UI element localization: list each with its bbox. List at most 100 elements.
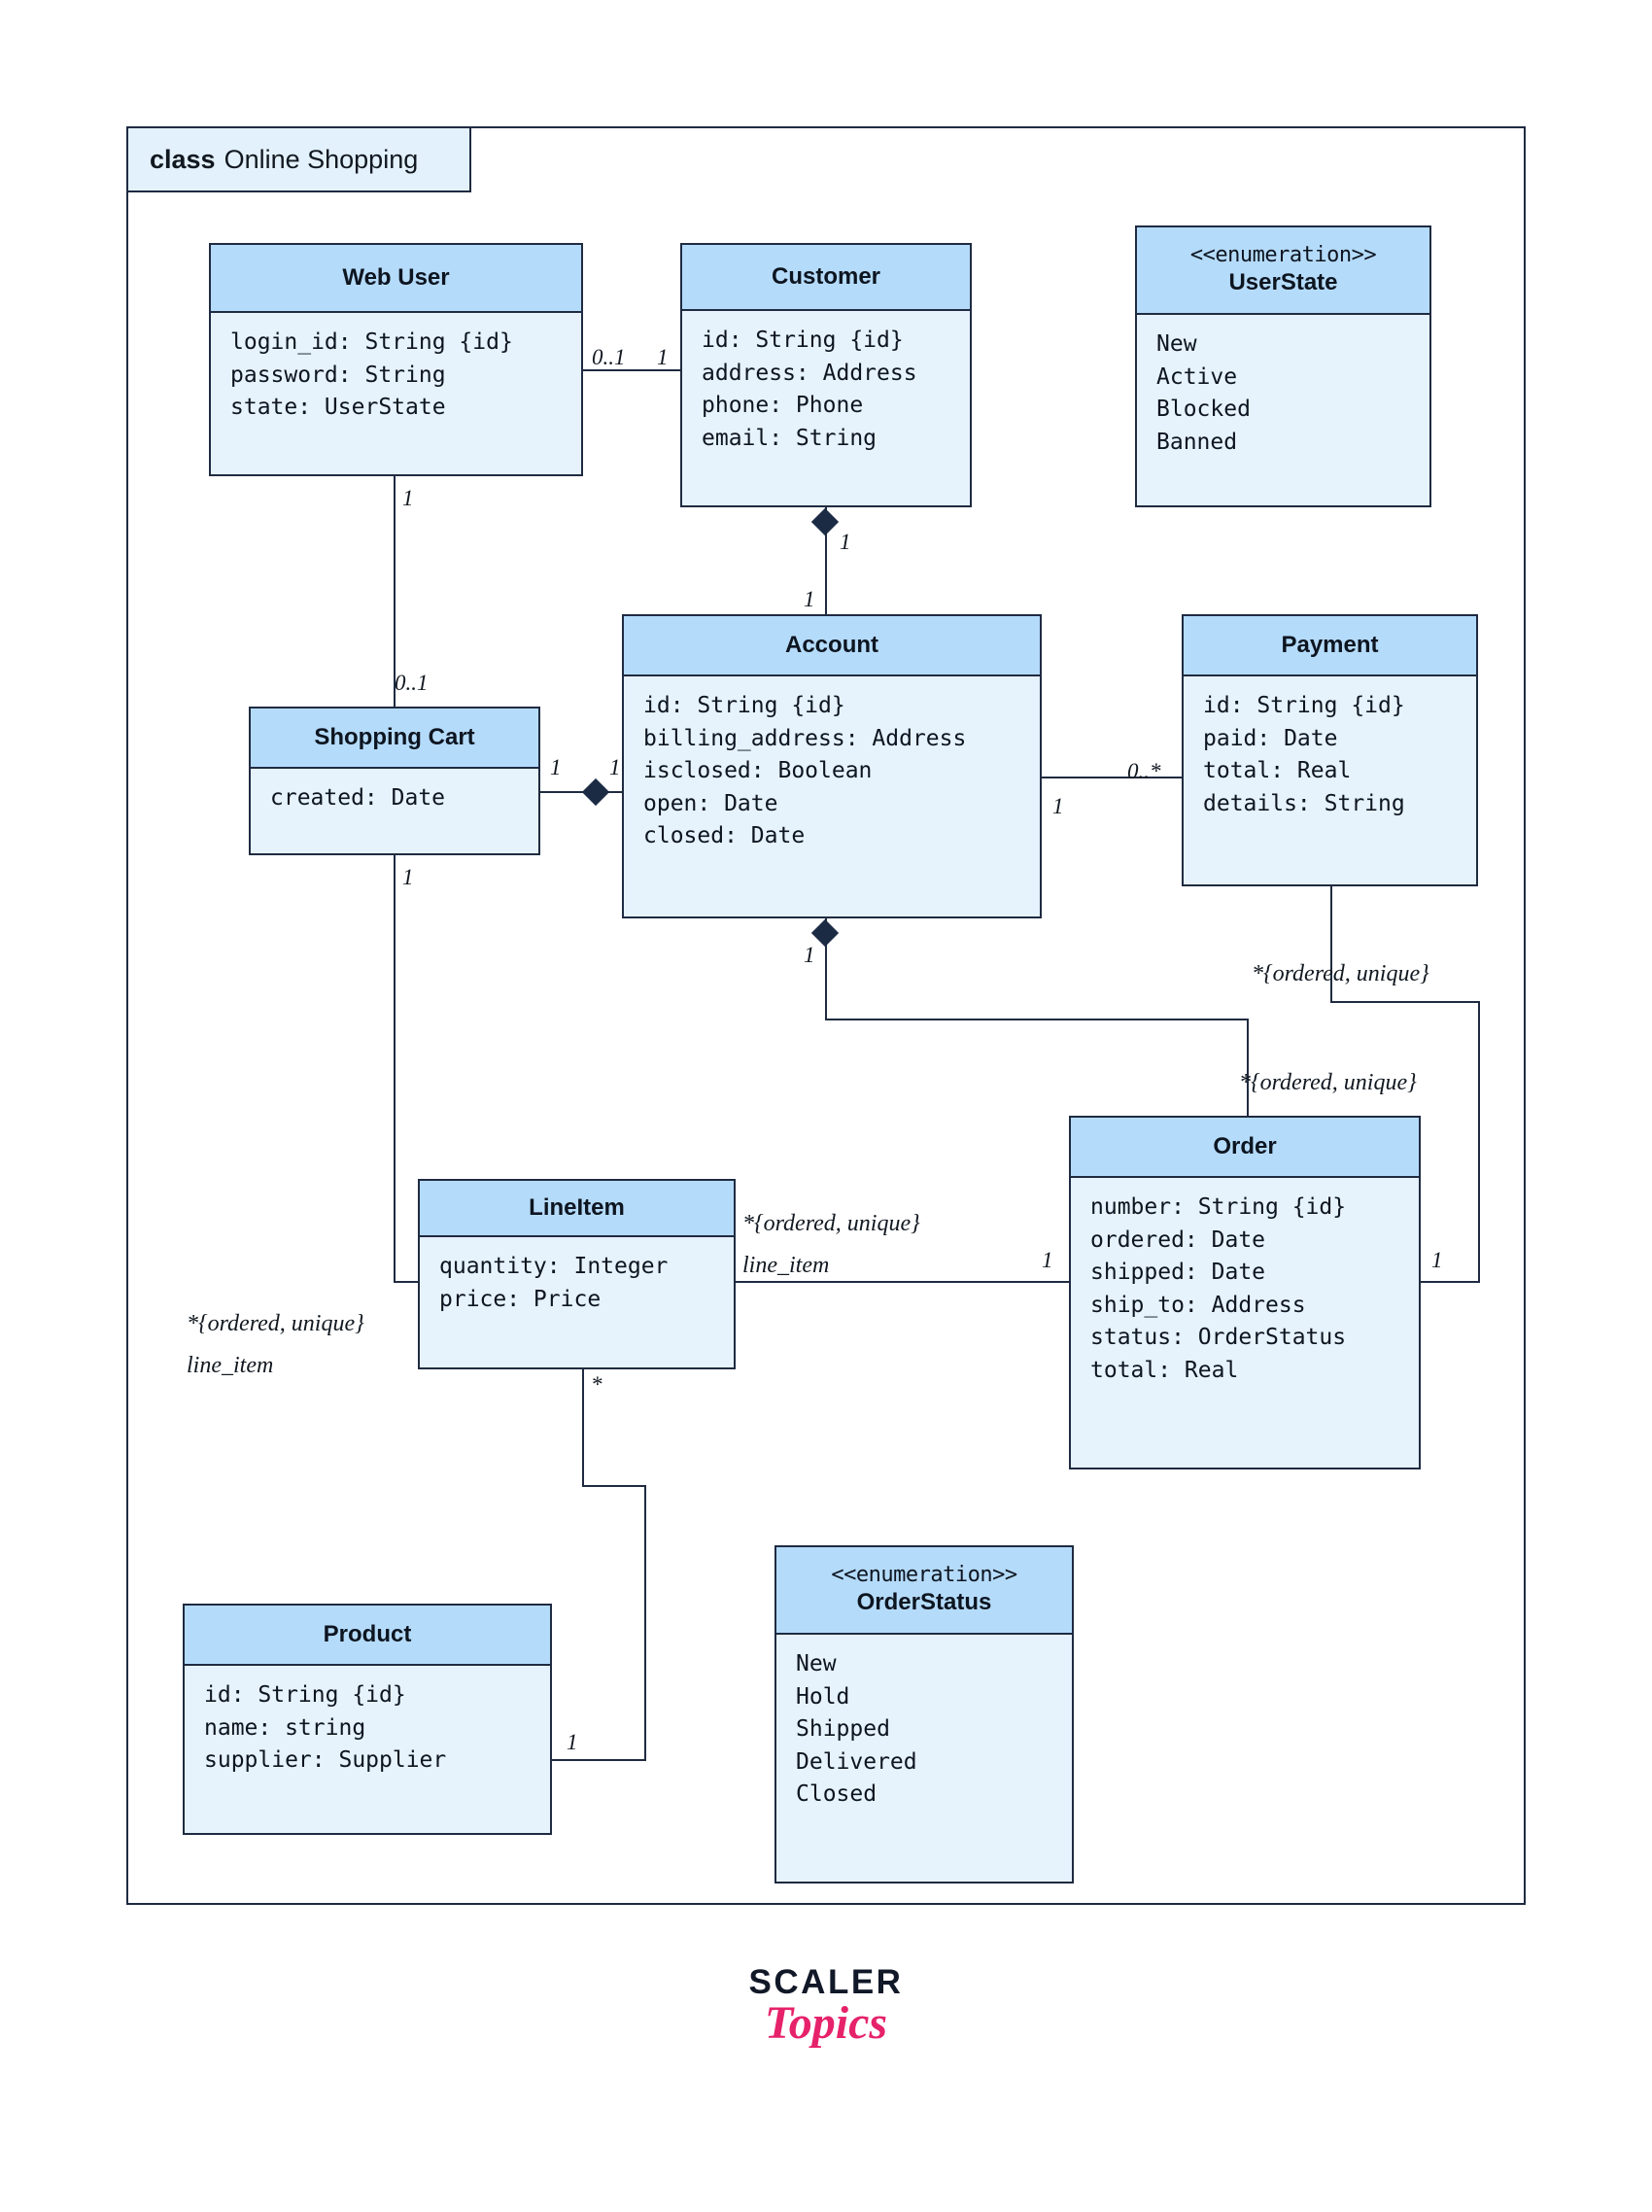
enum-literal-row: Active	[1156, 363, 1238, 390]
edge-cart-lineitem-h	[394, 1281, 423, 1283]
class-shopping-cart-attributes: created: Date	[251, 769, 538, 829]
logo-primary-text: SCALER	[748, 1963, 904, 2001]
class-order-header: Order	[1071, 1118, 1419, 1178]
class-account[interactable]: Account id: String {id} billing_address:…	[622, 614, 1042, 918]
mult-account-order-bottom: 1	[804, 943, 815, 967]
frame-title-tab: class Online Shopping	[126, 126, 471, 192]
stereotype-label: <<enumeration>>	[831, 1563, 1017, 1588]
class-user-state-enum[interactable]: <<enumeration>> UserState New Active Blo…	[1135, 225, 1431, 507]
logo-secondary-text: Topics	[764, 1997, 888, 2049]
class-product-header: Product	[185, 1606, 550, 1666]
class-order-name: Order	[1213, 1132, 1277, 1159]
enum-literal-row: Closed	[796, 1781, 878, 1808]
edge-lineitem-product-h2	[552, 1759, 645, 1761]
class-shopping-cart-header: Shopping Cart	[251, 709, 538, 769]
attribute-row: total: Real	[1090, 1357, 1239, 1383]
attribute-row: phone: Phone	[702, 393, 864, 419]
attribute-row: price: Price	[439, 1286, 602, 1312]
attribute-row: login_id: String {id}	[230, 329, 513, 355]
attribute-row: number: String {id}	[1090, 1194, 1347, 1220]
class-order-attributes: number: String {id} ordered: Date shippe…	[1071, 1178, 1419, 1400]
class-payment-name: Payment	[1281, 631, 1379, 658]
class-shopping-cart[interactable]: Shopping Cart created: Date	[249, 707, 540, 855]
edge-webuser-customer	[583, 369, 680, 371]
enum-literal-row: Shipped	[796, 1716, 890, 1743]
class-web-user-header: Web User	[211, 245, 581, 313]
class-payment[interactable]: Payment id: String {id} paid: Date total…	[1182, 614, 1478, 886]
mult-cart-account-left: 1	[550, 755, 562, 779]
attribute-row: open: Date	[643, 790, 778, 816]
class-payment-attributes: id: String {id} paid: Date total: Real d…	[1184, 676, 1476, 834]
edge-customer-account	[825, 507, 827, 619]
class-user-state-literals: New Active Blocked Banned	[1137, 315, 1429, 472]
class-user-state-header: <<enumeration>> UserState	[1137, 227, 1429, 315]
edge-account-order-v2	[1247, 1019, 1249, 1120]
edge-label-cart-lineitem-role: line_item	[187, 1353, 274, 1378]
class-payment-header: Payment	[1184, 616, 1476, 676]
enum-literal-row: Hold	[796, 1683, 850, 1710]
class-product[interactable]: Product id: String {id} name: string sup…	[183, 1604, 552, 1835]
mult-customer-account-diamond: 1	[840, 530, 851, 554]
class-user-state-name: UserState	[1228, 269, 1338, 296]
attribute-row: id: String {id}	[1203, 693, 1405, 718]
enum-literal-row: Delivered	[796, 1748, 917, 1775]
attribute-row: password: String	[230, 362, 446, 388]
class-order-status-name: OrderStatus	[856, 1589, 992, 1616]
enum-literal-row: New	[1156, 331, 1197, 357]
mult-product-lineitem-right: 1	[567, 1730, 578, 1754]
mult-cart-webuser-bottom: 0..1	[395, 671, 429, 695]
attribute-row: created: Date	[270, 785, 446, 811]
attribute-row: details: String	[1203, 790, 1405, 816]
class-order[interactable]: Order number: String {id} ordered: Date …	[1069, 1116, 1421, 1469]
attribute-row: closed: Date	[643, 823, 806, 849]
edge-lineitem-product-h1	[582, 1485, 645, 1487]
attribute-row: id: String {id}	[643, 693, 845, 718]
mult-payment-account-right: 0..*	[1127, 759, 1161, 783]
attribute-row: id: String {id}	[204, 1682, 406, 1708]
attribute-row: isclosed: Boolean	[643, 758, 873, 784]
mult-account-payment-left: 1	[1052, 794, 1064, 818]
edge-payment-order-stub	[1421, 1281, 1479, 1283]
edge-label-order-constraint: *{ordered, unique}	[1239, 1070, 1417, 1095]
enum-literal-row: Blocked	[1156, 397, 1251, 423]
scaler-topics-logo: SCALER Topics	[0, 1963, 1652, 2050]
enum-literal-row: Banned	[1156, 429, 1238, 455]
edge-webuser-cart	[394, 476, 396, 709]
edge-label-order-lineitem-role: line_item	[742, 1253, 830, 1278]
attribute-row: billing_address: Address	[643, 725, 967, 751]
class-customer-name: Customer	[771, 262, 881, 290]
edge-account-payment	[1040, 777, 1182, 778]
edge-lineitem-product-v1	[582, 1368, 584, 1487]
edge-label-cart-lineitem-constraint: *{ordered, unique}	[187, 1311, 364, 1336]
mult-webuser-customer-left: 0..1	[592, 345, 626, 369]
attribute-row: ship_to: Address	[1090, 1292, 1306, 1318]
attribute-row: total: Real	[1203, 758, 1352, 784]
mult-order-payment-right: 1	[1431, 1248, 1443, 1272]
edge-cart-lineitem-v	[394, 855, 396, 1283]
edge-payment-order-v1	[1330, 886, 1332, 1003]
edge-order-lineitem	[736, 1281, 1070, 1283]
attribute-row: name: string	[204, 1714, 366, 1741]
edge-payment-order-v2	[1478, 1001, 1480, 1283]
stereotype-label: <<enumeration>>	[1189, 243, 1377, 268]
frame-keyword: class	[150, 144, 216, 174]
class-account-header: Account	[624, 616, 1040, 676]
attribute-row: paid: Date	[1203, 725, 1338, 751]
attribute-row: email: String	[702, 425, 878, 451]
class-order-status-enum[interactable]: <<enumeration>> OrderStatus New Hold Shi…	[774, 1545, 1074, 1884]
attribute-row: shipped: Date	[1090, 1260, 1266, 1286]
attribute-row: id: String {id}	[702, 328, 904, 353]
class-account-name: Account	[785, 631, 878, 658]
class-shopping-cart-name: Shopping Cart	[314, 723, 475, 750]
class-customer-attributes: id: String {id} address: Address phone: …	[682, 311, 970, 468]
class-customer-header: Customer	[682, 245, 970, 311]
class-line-item[interactable]: LineItem quantity: Integer price: Price	[418, 1179, 736, 1369]
attribute-row: state: UserState	[230, 395, 446, 421]
edge-label-payment-constraint: *{ordered, unique}	[1252, 961, 1429, 986]
class-order-status-header: <<enumeration>> OrderStatus	[776, 1547, 1072, 1635]
class-order-status-literals: New Hold Shipped Delivered Closed	[776, 1635, 1072, 1825]
class-web-user[interactable]: Web User login_id: String {id} password:…	[209, 243, 583, 476]
class-customer[interactable]: Customer id: String {id} address: Addres…	[680, 243, 972, 507]
mult-cart-lineitem-bottom: 1	[402, 865, 414, 889]
